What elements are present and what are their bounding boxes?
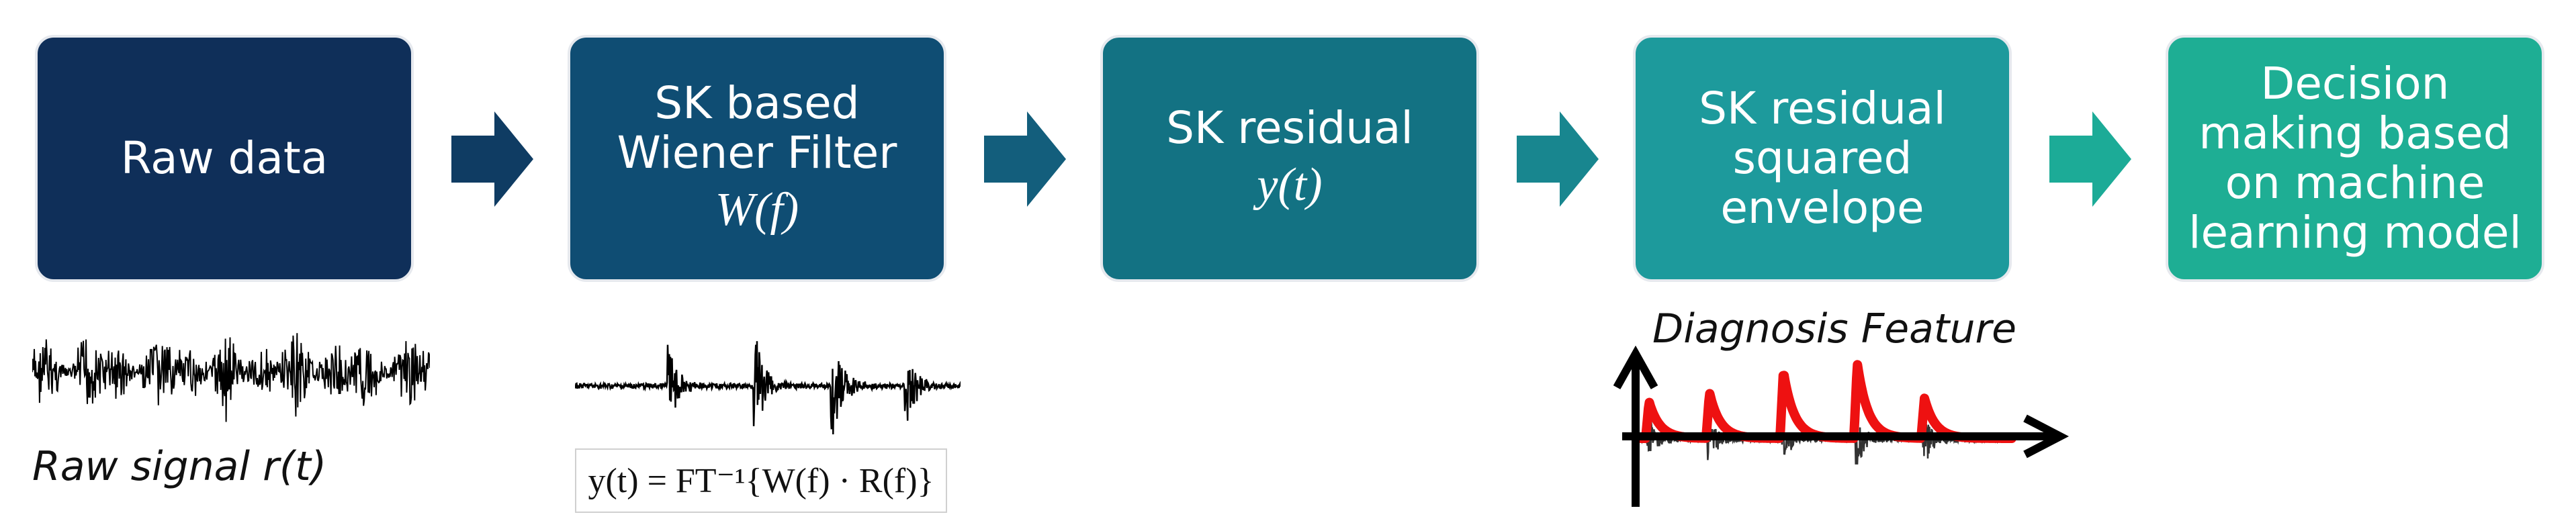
diagnosis-feature-label: Diagnosis Feature [1652, 305, 2017, 352]
raw-signal-caption: Raw signal r(t) [32, 443, 327, 490]
step-raw-data-label: Raw data [120, 132, 328, 184]
arrow-right-icon [1517, 111, 1599, 207]
envelope-curve [1636, 360, 2016, 443]
step-decision-making-line2: making based [2199, 107, 2512, 159]
y-axis-arrow-icon [1613, 346, 1658, 389]
step-raw-data: Raw data [35, 35, 414, 282]
raw-signal-waveform [32, 333, 430, 422]
filtered-signal-waveform [575, 341, 961, 435]
step-decision-making-line1: Decision [2260, 58, 2450, 109]
step-sk-residual: SK residual y(t) [1100, 35, 1479, 282]
step-squared-envelope-line2: squared [1732, 132, 1912, 184]
step-sk-residual-label: SK residual [1166, 102, 1413, 154]
step-wiener-filter-label-line2: Wiener Filter [617, 127, 897, 179]
arrow-right-icon [2049, 111, 2131, 207]
step-squared-envelope-line1: SK residual [1699, 83, 1946, 134]
step-decision-making-line3: on machine [2225, 157, 2485, 209]
step-squared-envelope: SK residual squared envelope [1633, 35, 2012, 282]
x-axis-arrow-icon [2023, 414, 2070, 458]
step-sk-residual-math: y(t) [1257, 159, 1323, 211]
step-wiener-filter: SK based Wiener Filter W(f) [568, 35, 946, 282]
step-squared-envelope-line3: envelope [1720, 182, 1924, 234]
step-wiener-filter-label-line1: SK based [654, 77, 860, 129]
arrow-right-icon [984, 111, 1066, 207]
step-decision-making-line4: learning model [2188, 207, 2522, 258]
step-decision-making: Decision making based on machine learnin… [2166, 35, 2544, 282]
wiener-formula: y(t) = FT⁻¹{W(f) · R(f)} [575, 448, 947, 513]
step-wiener-filter-math: W(f) [715, 184, 799, 236]
diagnosis-feature-plot [1613, 346, 2070, 507]
arrow-right-icon [451, 111, 533, 207]
